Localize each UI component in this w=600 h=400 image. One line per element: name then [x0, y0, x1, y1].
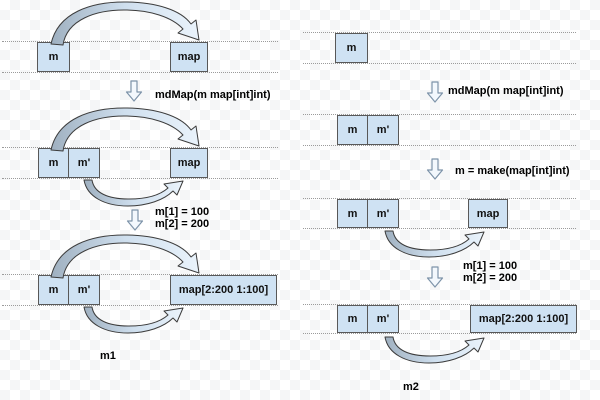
- var-box-m: m: [335, 33, 368, 63]
- memory-row-line: [303, 114, 576, 115]
- down-arrow: [426, 81, 444, 103]
- var-box-m-prime: m': [367, 199, 399, 228]
- map-box: map: [170, 148, 208, 178]
- memory-row-line: [2, 72, 278, 73]
- column-caption-m1: m1: [100, 350, 116, 362]
- memory-row-line: [303, 228, 576, 229]
- map-value-box: map[2:200 1:100]: [470, 305, 577, 333]
- call-label: mdMap(m map[int]int): [448, 85, 564, 97]
- var-box-m: m: [337, 199, 368, 228]
- var-box-m-prime: m': [68, 275, 100, 305]
- assign-label: m[1] = 100 m[2] = 200: [463, 260, 518, 284]
- assign-line-1: m[1] = 100: [155, 206, 210, 218]
- curved-arrow-mprime-to-map: [83, 306, 184, 334]
- assign-line-1: m[1] = 100: [463, 260, 518, 272]
- down-arrow: [426, 266, 444, 288]
- var-box-m-prime: m': [68, 148, 100, 178]
- memory-row-line: [2, 305, 278, 306]
- memory-row-line: [303, 333, 576, 334]
- curved-arrow-m-to-map: [50, 1, 200, 46]
- assign-line-2: m[2] = 200: [463, 271, 518, 284]
- curved-arrow-mprime-to-map: [384, 336, 485, 364]
- column-caption-m2: m2: [403, 381, 419, 393]
- assign-label: m[1] = 100 m[2] = 200: [155, 206, 210, 230]
- call-label: mdMap(m map[int]int): [155, 89, 271, 101]
- down-arrow: [125, 80, 143, 102]
- curved-arrow-m-to-map: [50, 234, 200, 279]
- curved-arrow-m-to-map: [50, 107, 200, 152]
- map-value-box: map[2:200 1:100]: [170, 275, 277, 305]
- curved-arrow-mprime-to-map: [83, 179, 184, 207]
- down-arrow: [126, 209, 144, 231]
- make-label: m = make(map[int]int): [455, 165, 570, 177]
- map-box: map: [170, 42, 208, 72]
- memory-row-line: [303, 145, 576, 146]
- memory-row-line: [303, 304, 576, 305]
- curved-arrow-mprime-to-map: [384, 230, 485, 258]
- var-box-m: m: [37, 42, 70, 72]
- map-box: map: [468, 199, 508, 228]
- memory-row-line: [2, 178, 278, 179]
- memory-row-line: [303, 32, 576, 33]
- assign-line-2: m[2] = 200: [155, 217, 210, 230]
- var-box-m-prime: m': [367, 305, 399, 333]
- var-box-m: m: [337, 115, 368, 145]
- var-box-m: m: [337, 305, 368, 333]
- down-arrow: [426, 158, 444, 180]
- var-box-m-prime: m': [367, 115, 399, 145]
- var-box-m: m: [38, 148, 69, 178]
- var-box-m: m: [38, 275, 69, 305]
- memory-row-line: [303, 63, 576, 64]
- memory-row-line: [303, 198, 576, 199]
